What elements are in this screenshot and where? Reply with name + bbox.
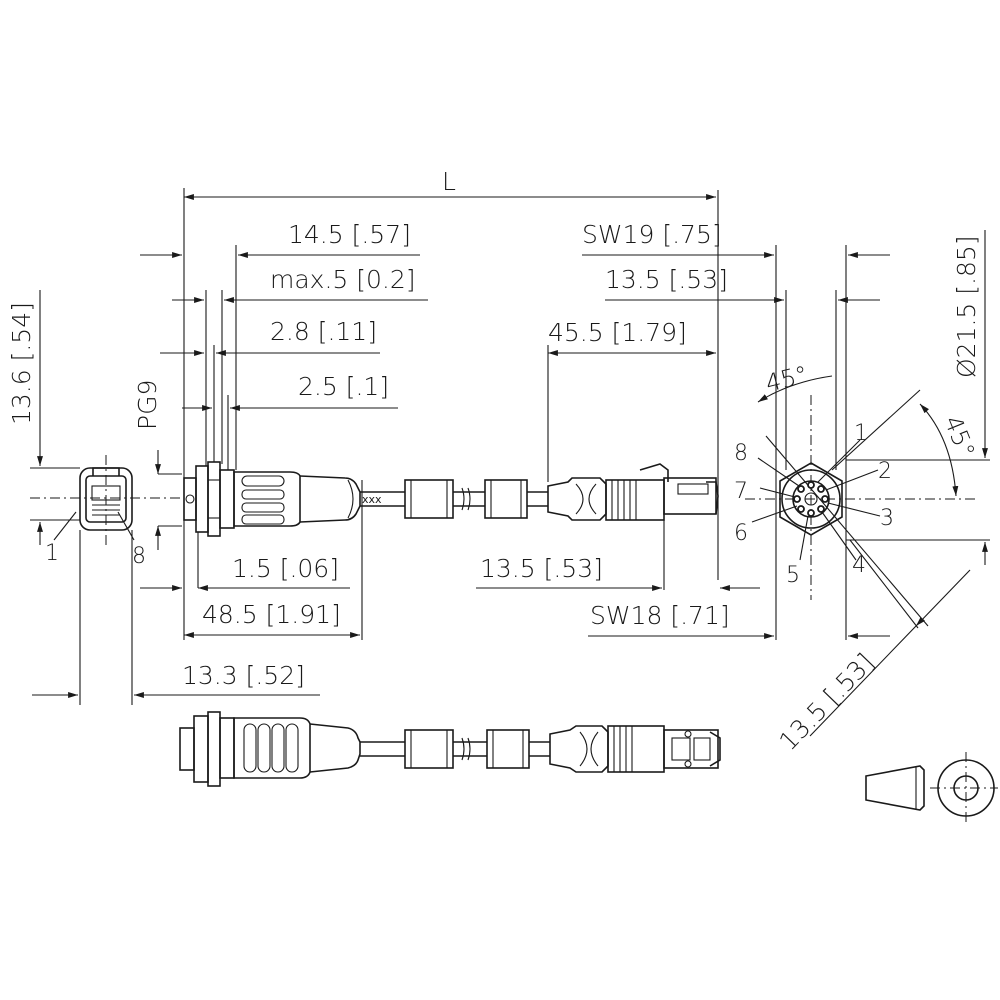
- dimension-overall-length: L: [184, 167, 716, 200]
- dim-label-wrench-18: SW18 [.71]: [590, 601, 730, 630]
- dim-label-2-5: 2.5 [.1]: [298, 372, 389, 401]
- dimension-flange-width: 14.5 [.57]: [140, 220, 420, 258]
- dim-label-45-5: 45.5 [1.79]: [548, 318, 687, 347]
- dim-label-13-5-diagonal: 13.5 [.53]: [773, 648, 879, 757]
- dimension-wrench-19: SW19 [.75]: [582, 220, 890, 258]
- dim-label-flange-width: 14.5 [.57]: [288, 220, 411, 249]
- dim-label-overall-length: L: [442, 167, 456, 196]
- svg-text:xxx: xxx: [362, 493, 382, 506]
- face-pin-2-label: 2: [878, 459, 892, 484]
- dimension-thread: PG9: [133, 380, 182, 550]
- dimension-diameter: Ø21.5 [.85]: [952, 230, 988, 565]
- dim-label-1-5: 1.5 [.06]: [232, 554, 339, 583]
- dim-label-48-5: 48.5 [1.91]: [202, 600, 341, 629]
- dimension-13-5-mid: 13.5 [.53]: [476, 554, 760, 591]
- dim-label-13-5-mid: 13.5 [.53]: [480, 554, 603, 583]
- dim-label-2-8: 2.8 [.11]: [270, 317, 377, 346]
- dimension-angle-top: 45°: [757, 360, 833, 403]
- dimension-48-5: 48.5 [1.91]: [184, 600, 360, 638]
- dimension-height-front: 13.6 [.54]: [7, 290, 43, 545]
- face-pin-4-label: 4: [852, 553, 866, 578]
- cable-assembly-top-view: [179, 711, 721, 787]
- rj45-front-view: 1 8: [30, 455, 180, 705]
- dimension-angle-right: 45°: [919, 403, 980, 497]
- seal-insert-views: [865, 752, 998, 824]
- extension-lines: [183, 188, 719, 640]
- dimension-2-5: 2.5 [.1]: [182, 372, 398, 411]
- dimension-13-5-top: 13.5 [.53]: [605, 265, 880, 303]
- dim-label-width-front: 13.3 [.52]: [182, 661, 305, 690]
- face-pin-5-label: 5: [786, 563, 800, 588]
- dim-label-diameter: Ø21.5 [.85]: [952, 235, 981, 378]
- face-pin-7-label: 7: [734, 479, 748, 504]
- dim-label-height-front: 13.6 [.54]: [7, 302, 36, 425]
- dimension-2-8: 2.8 [.11]: [160, 317, 380, 356]
- face-pin-3-label: 3: [880, 506, 894, 531]
- dimension-panel-max: max.5 [0.2]: [172, 265, 428, 303]
- face-pin-1-label: 1: [854, 421, 868, 446]
- dim-label-thread: PG9: [133, 380, 162, 430]
- dim-label-13-5-top: 13.5 [.53]: [605, 265, 728, 294]
- front-pin-8-label: 8: [132, 544, 146, 569]
- front-pin-1-label: 1: [45, 541, 59, 566]
- dim-label-panel-max: max.5 [0.2]: [270, 265, 416, 294]
- dimension-width-front: 13.3 [.52]: [32, 661, 320, 698]
- dimension-1-5: 1.5 [.06]: [140, 532, 350, 591]
- dimension-wrench-18: SW18 [.71]: [588, 601, 890, 639]
- face-pin-6-label: 6: [734, 521, 748, 546]
- dim-label-angle-right: 45°: [938, 412, 980, 462]
- plug-face-view: 1 2 3 4 5 6 7 8: [734, 245, 990, 640]
- dim-label-wrench-19: SW19 [.75]: [582, 220, 722, 249]
- cable-assembly-side-view: xxx: [183, 461, 719, 537]
- face-pin-8-label: 8: [734, 441, 748, 466]
- dim-label-angle-top: 45°: [763, 360, 811, 397]
- dimension-45-5: 45.5 [1.79]: [548, 318, 716, 356]
- dimension-13-5-diagonal: 13.5 [.53]: [773, 569, 971, 757]
